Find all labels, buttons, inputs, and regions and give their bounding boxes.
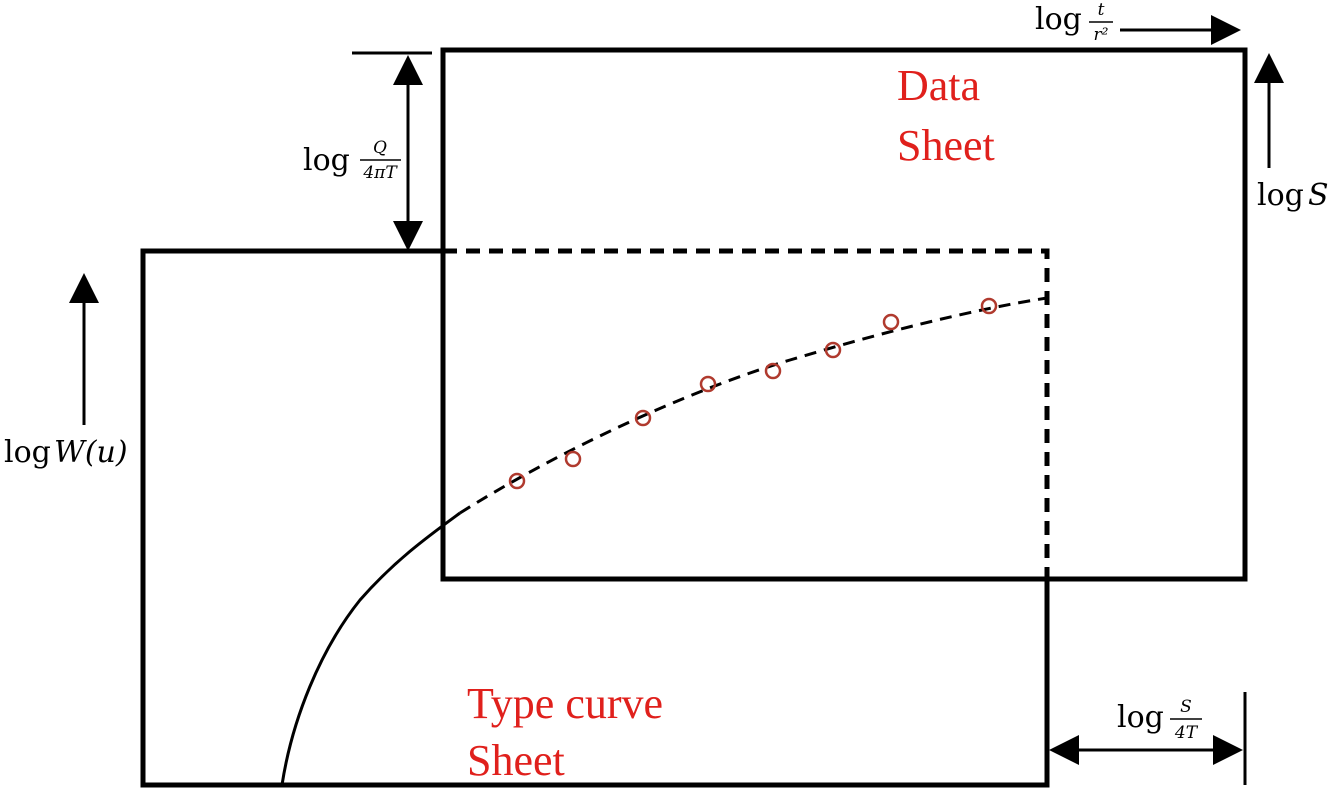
log-text: log	[1117, 700, 1164, 735]
data-point	[980, 297, 998, 315]
log-text: log	[303, 143, 350, 178]
data-point	[564, 450, 582, 468]
type-curve-sheet-title-line2: Sheet	[467, 736, 565, 785]
data-point	[699, 375, 717, 393]
type-curve-dashed	[459, 296, 1048, 515]
data-points	[508, 297, 998, 490]
data-point	[824, 341, 842, 359]
log-text: log	[4, 435, 51, 470]
frac-denominator: r²	[1094, 25, 1109, 45]
type-curve-sheet	[140, 248, 1050, 788]
type-curve-sheet-border	[140, 248, 1050, 788]
frac-numerator: t	[1098, 0, 1105, 20]
data-sheet-title-line1: Data	[897, 61, 980, 110]
data-point	[764, 362, 782, 380]
axis-log-t-over-r2: log t r²	[1035, 0, 1241, 45]
axis-log-S: log S	[1254, 53, 1329, 213]
frac-numerator: Q	[373, 138, 387, 158]
axis-log-W-u: log W(u)	[4, 273, 128, 470]
log-text: log	[1257, 178, 1304, 213]
offset-log-Q-over-4piT: log Q 4πT	[303, 51, 432, 251]
frac-denominator: 4πT	[362, 163, 398, 183]
type-curve-sheet-hidden-border	[443, 248, 1050, 579]
type-curve-sheet-title-line1: Type curve	[467, 679, 663, 728]
frac-denominator: 4T	[1174, 723, 1199, 743]
S-variable: S	[1308, 178, 1329, 213]
type-curve-solid	[280, 511, 461, 786]
data-sheet-border	[440, 47, 1248, 582]
data-point	[634, 409, 652, 427]
data-point	[882, 313, 900, 331]
frac-numerator: S	[1180, 697, 1192, 717]
log-text: log	[1035, 2, 1082, 37]
W-u-variable: W(u)	[54, 435, 128, 470]
data-point	[508, 472, 526, 490]
data-sheet-title-line2: Sheet	[897, 121, 995, 170]
offset-log-S-over-4T: log S 4T	[1049, 692, 1247, 785]
